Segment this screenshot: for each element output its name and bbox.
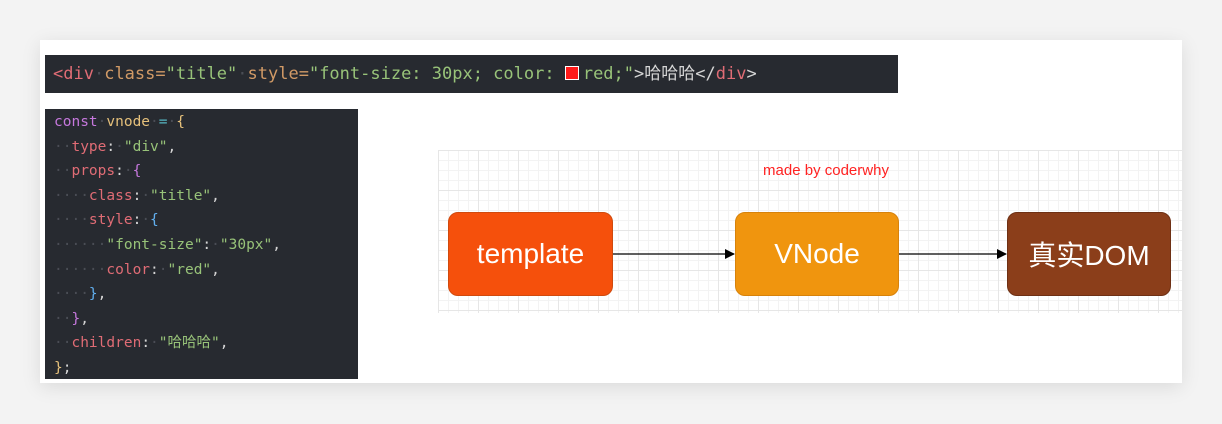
code-line-11: }; xyxy=(54,359,72,376)
html-close-tag: div xyxy=(715,64,747,84)
code-brace: } xyxy=(71,310,81,327)
code-key: class xyxy=(88,187,133,204)
code-string: "red" xyxy=(167,261,212,278)
html-end: > xyxy=(746,64,757,84)
html-class-attr: class= xyxy=(104,64,166,84)
code-line-4: ····class:·"title", xyxy=(54,187,220,204)
flow-diagram: made by coderwhy template VNode 真实DOM xyxy=(438,150,1182,313)
code-operator: = xyxy=(158,114,168,130)
vnode-code-panel: const·vnode·=·{ ··type:·"div", ··props:·… xyxy=(45,109,358,379)
code-key: children xyxy=(71,335,142,352)
code-key: type xyxy=(71,138,107,155)
code-brace: { xyxy=(132,163,142,180)
code-line-10: ··children:·"哈哈哈", xyxy=(54,335,229,352)
code-line-7: ······color:·"red", xyxy=(54,261,220,278)
code-key: style xyxy=(88,212,133,229)
html-style-value-a: "font-size: 30px; color: xyxy=(308,64,565,84)
code-string: "哈哈哈" xyxy=(158,335,220,352)
flow-arrows xyxy=(613,249,1007,259)
code-string: "div" xyxy=(123,138,168,155)
real-dom-node: 真实DOM xyxy=(1007,212,1171,296)
color-swatch-icon xyxy=(564,66,579,80)
code-identifier: vnode xyxy=(106,114,151,130)
code-key: props xyxy=(71,163,116,180)
html-class-value: "title" xyxy=(165,64,238,84)
html-open-tag: <div xyxy=(53,64,94,84)
code-keyword: const xyxy=(54,114,98,130)
code-brace: { xyxy=(150,212,159,229)
code-line-9: ··}, xyxy=(54,310,89,327)
code-string: "font-size" xyxy=(106,236,203,253)
code-line-3: ··props:·{ xyxy=(54,163,142,180)
code-brace: } xyxy=(88,286,98,303)
html-text-content: >哈哈哈</ xyxy=(634,64,716,84)
code-line-2: ··type:·"div", xyxy=(54,138,177,155)
code-line-5: ····style:·{ xyxy=(54,212,159,229)
code-string: "title" xyxy=(150,187,212,204)
code-brace: { xyxy=(176,114,185,130)
html-style-attr: style= xyxy=(247,64,309,84)
code-line-1: const·vnode·=·{ xyxy=(54,114,185,130)
vnode-node: VNode xyxy=(735,212,899,296)
content-card: <div·class="title"·style="font-size: 30p… xyxy=(40,40,1182,383)
code-key: color xyxy=(106,261,151,278)
code-line-8: ····}, xyxy=(54,286,107,303)
code-brace: } xyxy=(54,359,63,376)
credit-text: made by coderwhy xyxy=(763,162,889,179)
html-snippet-code: <div·class="title"·style="font-size: 30p… xyxy=(45,55,898,93)
code-line-6: ······"font-size":·"30px", xyxy=(54,236,282,253)
code-string: "30px" xyxy=(219,236,273,253)
html-style-value-b: red;" xyxy=(582,64,635,84)
template-node: template xyxy=(448,212,613,296)
